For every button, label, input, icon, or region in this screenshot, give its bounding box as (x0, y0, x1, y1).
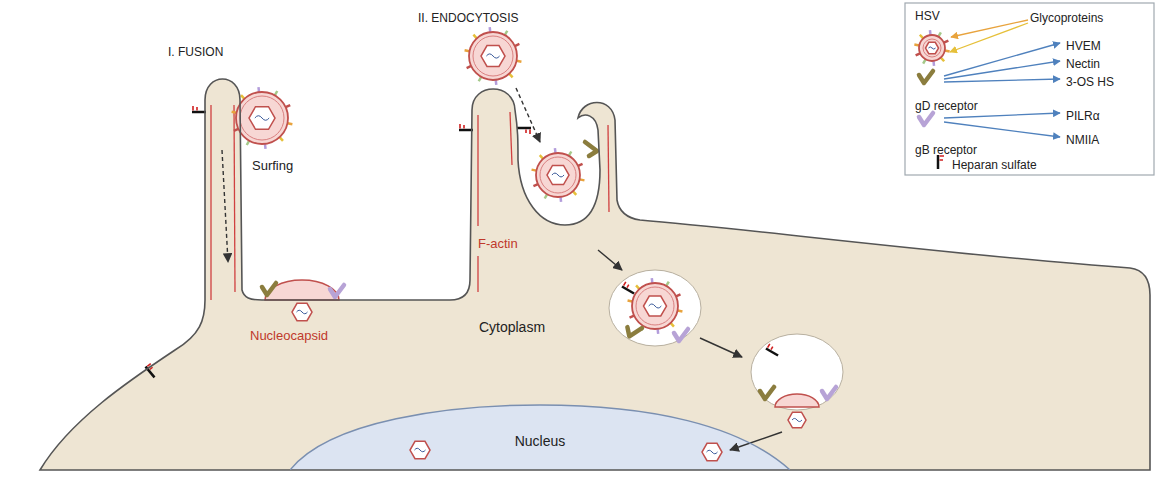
nucleus-region: Nucleus (290, 400, 790, 470)
region-label: Nucleus (515, 433, 566, 450)
part-label: F-actin (478, 236, 518, 252)
nucleocapsid-icon (481, 46, 505, 67)
icons (146, 27, 950, 460)
legend-text: Glycoproteins (1030, 11, 1103, 25)
heparan-sulfate-icon (517, 128, 531, 134)
nucleocapsid-icon (926, 42, 939, 53)
node-label-holder: Nucleus (515, 432, 566, 450)
label-holder: I. FUSION (168, 42, 223, 60)
legend-text: Nectin (1066, 57, 1100, 71)
receptor-icon (919, 71, 933, 83)
nucleocapsid-icon (644, 296, 667, 316)
receptor-icon (585, 142, 597, 156)
legend-arrows (944, 20, 1060, 137)
node-label-holder: Cytoplasm (479, 318, 545, 336)
label-holder: Surfing (252, 156, 293, 174)
nucleocapsid-icon (410, 441, 430, 458)
legend-text: 3-OS HS (1066, 75, 1114, 89)
nucleus-fill (290, 405, 790, 470)
receptor-icon (674, 329, 688, 341)
label-holder: Nucleocapsid (250, 326, 328, 344)
fused-envelope (775, 394, 819, 407)
heparan-sulfate-icon (938, 155, 944, 169)
part-label: Nucleocapsid (250, 328, 328, 344)
receptor-icon (625, 323, 642, 339)
nucleocapsid-icon (702, 443, 722, 460)
endosome (609, 270, 701, 346)
legend-text: HVEM (1066, 39, 1101, 53)
legend-frame (905, 3, 1154, 175)
legend-entry: HVEM (1066, 36, 1101, 54)
label-holder: II. ENDOCYTOSIS (418, 8, 518, 26)
legend-entry: 3-OS HS (1066, 72, 1114, 90)
legend-entry: Nectin (1066, 54, 1100, 72)
pathway-arrows (222, 88, 782, 450)
receptor-icon (330, 285, 344, 297)
label-holder: F-actin (478, 234, 518, 252)
nucleocapsid-icon (788, 412, 806, 428)
receptor-icon (919, 113, 933, 125)
legend-text: NMIIA (1066, 133, 1099, 147)
hsv-virion (628, 278, 683, 334)
legend-text: HSV (915, 9, 940, 23)
nucleocapsid-icon (292, 303, 312, 320)
legend-entry: HSV (915, 6, 940, 24)
stage-title: I. FUSION (168, 45, 223, 59)
receptor-icon (822, 387, 836, 399)
hsv-virion (532, 148, 585, 202)
heparan-sulfate-icon (622, 281, 637, 293)
nucleocapsid-icon (547, 165, 569, 184)
hsv-virion (465, 27, 522, 85)
legend-text: gB receptor (915, 143, 977, 157)
region-label: Cytoplasm (479, 319, 545, 336)
legend-entry: NMIIA (1066, 130, 1099, 148)
hsv-virion (914, 30, 949, 66)
legend-entry: PILRα (1066, 106, 1100, 124)
legend-text: Heparan sulfate (952, 158, 1037, 172)
heparan-sulfate-icon (459, 124, 473, 130)
legend-entry: gD receptor (915, 96, 978, 114)
receptor-icon (262, 283, 276, 295)
stage-title: II. ENDOCYTOSIS (418, 11, 518, 25)
legend-entry: gB receptor (915, 140, 977, 158)
step-label: Surfing (252, 158, 293, 174)
receptor-icon (760, 387, 774, 399)
heparan-sulfate-icon (766, 343, 781, 355)
legend-entry: Glycoproteins (1030, 8, 1103, 26)
heparan-sulfate-icon (192, 106, 206, 112)
heparan-sulfate-icon (146, 363, 160, 378)
legend-text: gD receptor (915, 99, 978, 113)
legend-entry: Heparan sulfate (952, 155, 1037, 173)
hsv-virion (232, 87, 293, 149)
nucleocapsid-icon (249, 107, 275, 130)
legend-text: PILRα (1066, 109, 1100, 123)
endosome (751, 334, 843, 410)
